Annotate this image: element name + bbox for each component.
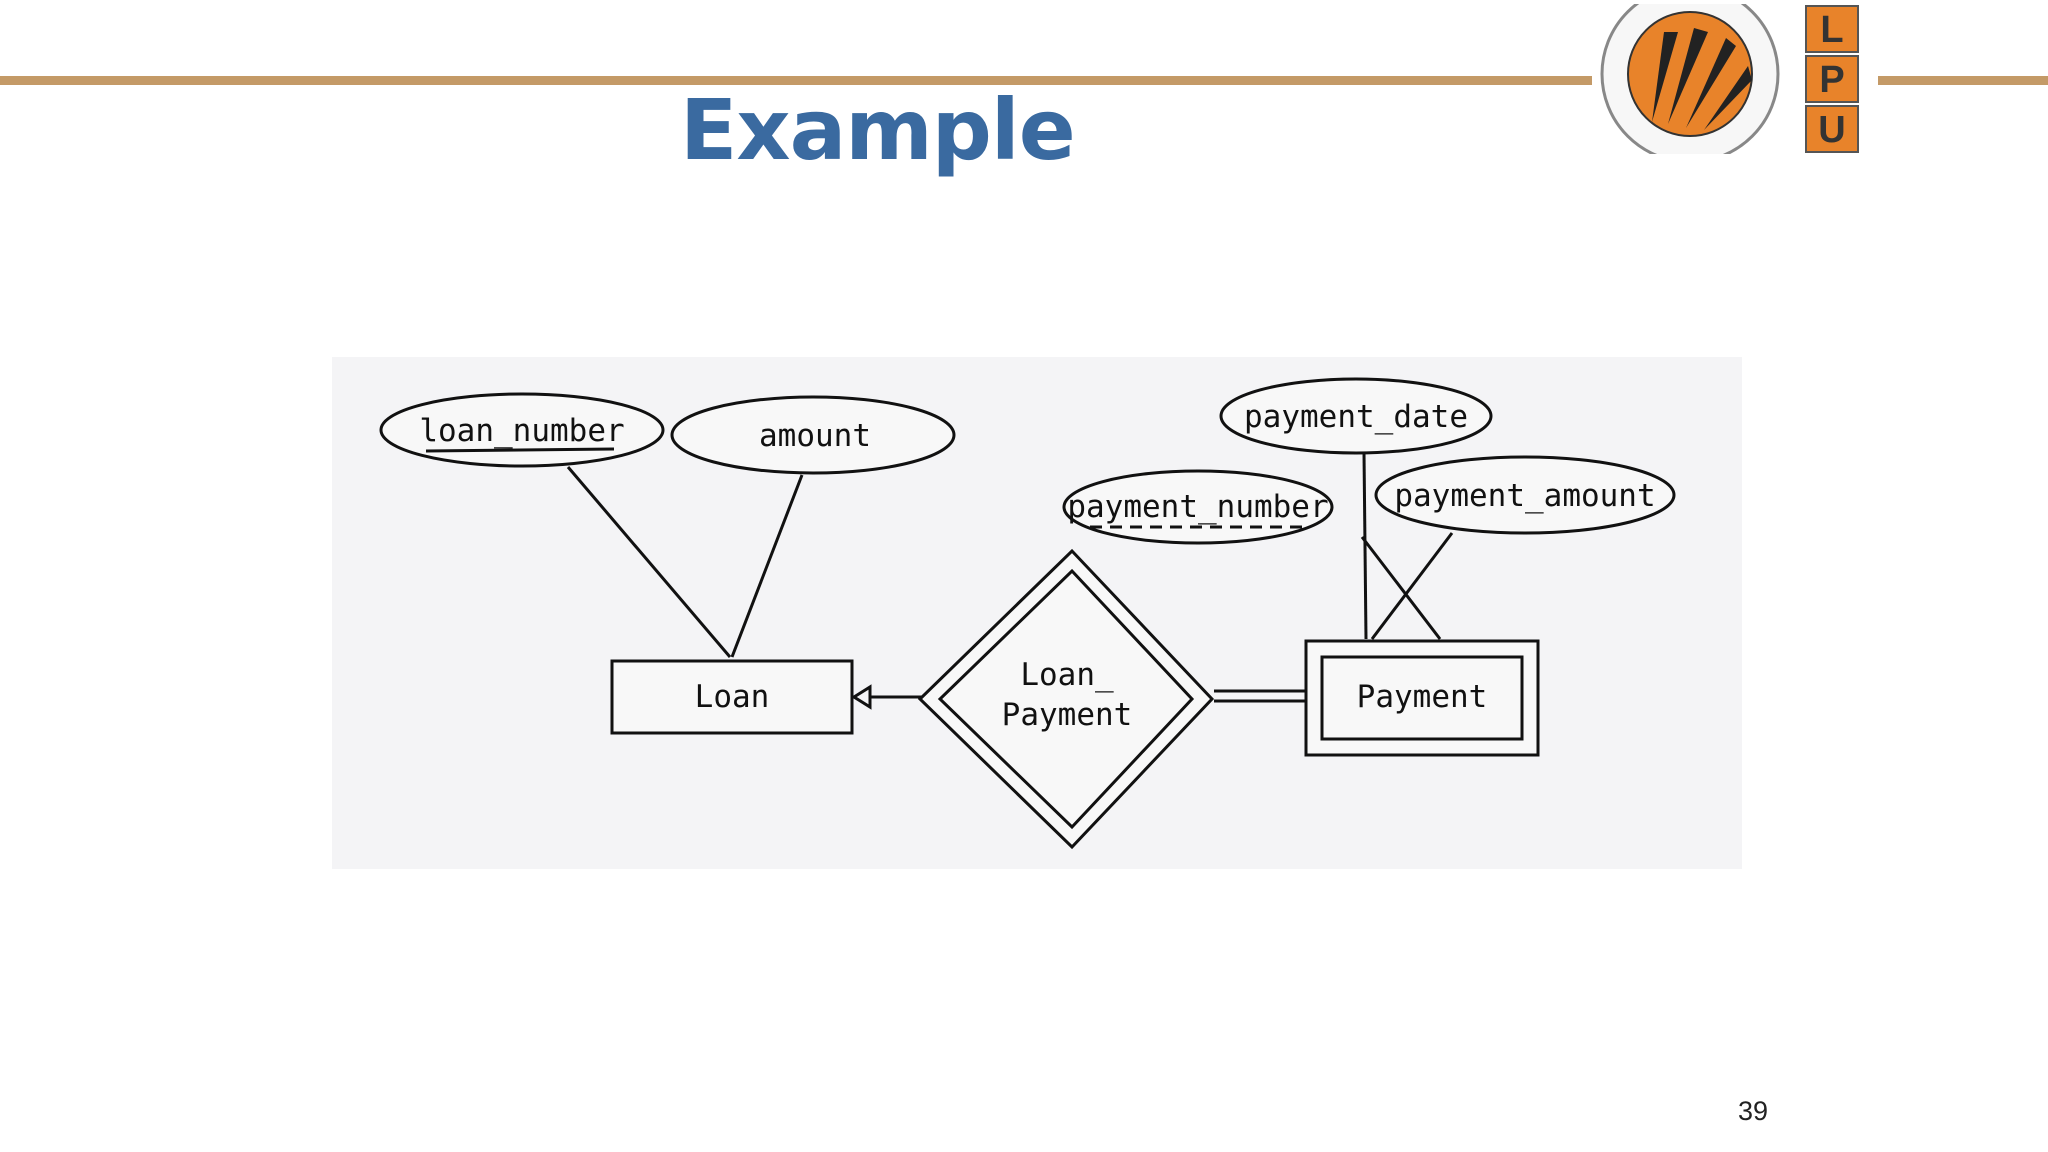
attribute-loan-number-label: loan_number xyxy=(419,413,624,449)
attribute-payment-number-label: payment_number xyxy=(1067,489,1328,525)
connector-loan-number xyxy=(566,466,732,658)
slide-title: Example xyxy=(680,81,1076,179)
connector-payment-date xyxy=(1362,452,1368,640)
entity-loan-label: Loan xyxy=(695,679,770,715)
attribute-payment-date: payment_date xyxy=(1219,377,1493,455)
attribute-amount: amount xyxy=(670,395,956,475)
relationship-label-line1: Loan_ xyxy=(1020,657,1114,693)
connector-amount xyxy=(730,474,804,658)
arrow-head-icon xyxy=(851,684,872,710)
attribute-amount-label: amount xyxy=(759,418,871,454)
connector-payment-number xyxy=(1360,536,1442,640)
entity-payment: Payment xyxy=(1304,639,1540,757)
attribute-payment-amount-label: payment_amount xyxy=(1394,478,1655,514)
university-seal-icon xyxy=(1600,4,1780,154)
lpu-letters: L P U xyxy=(1805,5,1859,153)
er-diagram: Loan Loan_ Payment Payment loan_number xyxy=(332,357,1742,869)
svg-text:P: P xyxy=(1819,59,1844,101)
attribute-loan-number: loan_number xyxy=(379,392,665,468)
attribute-payment-date-label: payment_date xyxy=(1244,399,1468,435)
connector-payment-amount xyxy=(1370,532,1454,640)
header-rule-right xyxy=(1878,76,2048,85)
svg-text:U: U xyxy=(1818,109,1845,151)
svg-text:L: L xyxy=(1820,9,1843,51)
key-underline xyxy=(425,447,615,453)
lpu-logo: L P U xyxy=(1594,4,1880,154)
page-number: 39 xyxy=(1738,1096,1769,1126)
header-rule-left xyxy=(0,76,1592,85)
relationship-label-line2: Payment xyxy=(1002,697,1133,733)
relationship-loan-payment: Loan_ Payment xyxy=(917,548,1215,850)
entity-payment-label: Payment xyxy=(1357,679,1488,715)
attribute-payment-amount: payment_amount xyxy=(1374,455,1676,535)
entity-loan: Loan xyxy=(610,659,854,735)
attribute-payment-number: payment_number xyxy=(1062,469,1334,545)
